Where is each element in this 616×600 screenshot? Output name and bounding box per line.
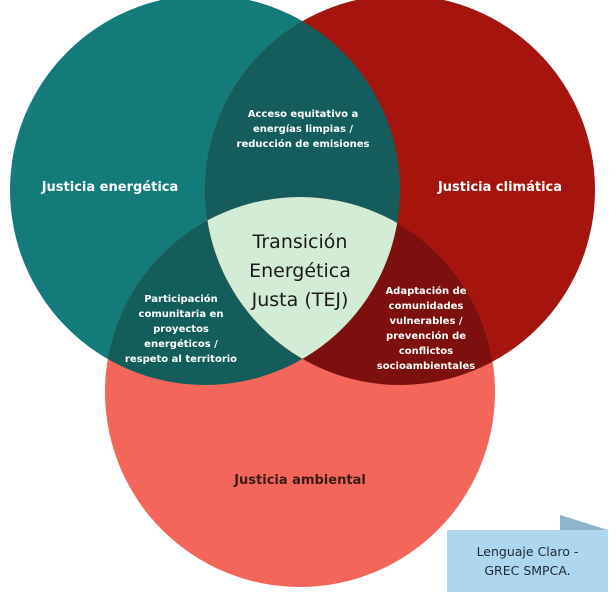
label-energetica-ambiental: Participación comunitaria en proyectos e…	[124, 294, 238, 365]
credit-note: Lenguaje Claro - GREC SMPCA.	[447, 530, 608, 592]
label-climatica-ambiental: Adaptación de comunidades vulnerables / …	[376, 286, 476, 372]
label-justicia-climatica: Justicia climática	[437, 180, 563, 195]
label-energetica-climatica: Acceso equitativo a energías limpias / r…	[236, 109, 370, 150]
intersection-climatica-ambiental	[205, 197, 495, 385]
note-fold	[560, 515, 608, 530]
label-justicia-energetica: Justicia energética	[41, 180, 179, 195]
credit-note-text: Lenguaje Claro - GREC SMPCA.	[476, 544, 579, 578]
label-justicia-ambiental: Justicia ambiental	[234, 473, 366, 488]
label-center-tej: Transición Energética Justa (TEJ)	[249, 231, 351, 311]
